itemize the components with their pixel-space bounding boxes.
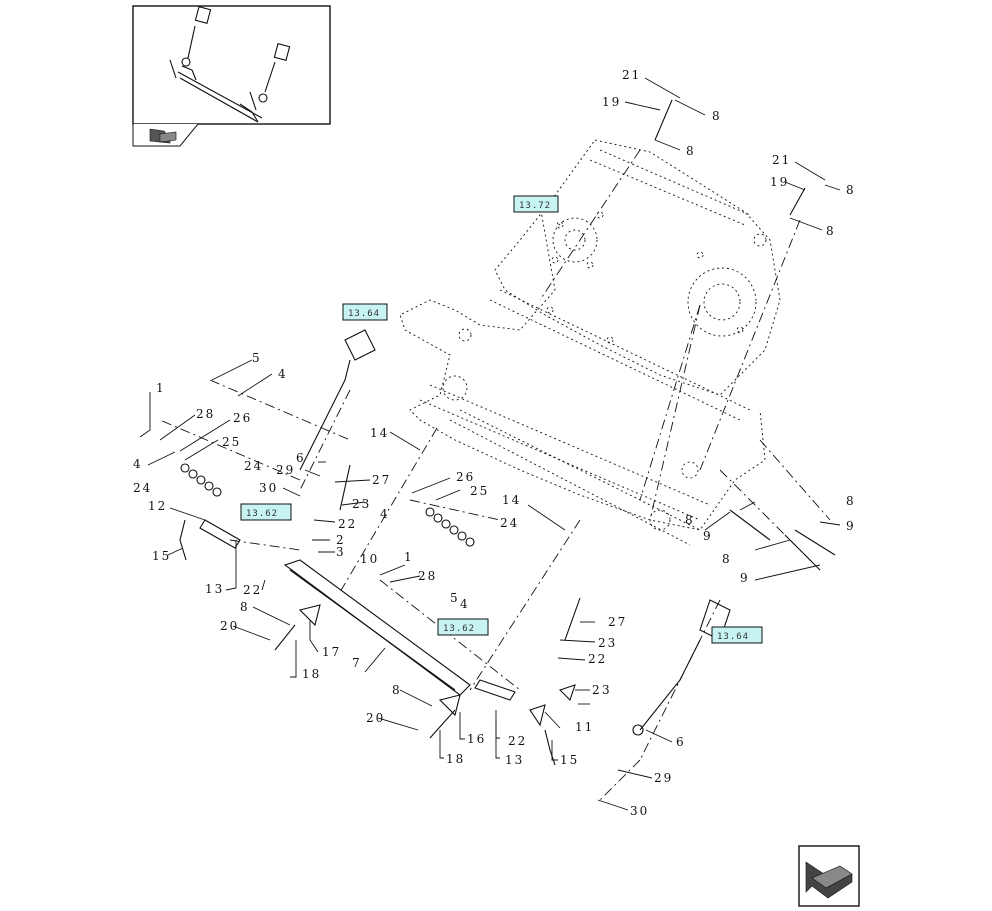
callout-label: 8 [712, 109, 722, 123]
callout-label: 3 [336, 545, 346, 559]
callout-label: 21 [772, 153, 791, 167]
callout-label: 8 [826, 224, 836, 238]
callout-label: 28 [418, 569, 437, 583]
callout-label: 22 [508, 734, 527, 748]
callout-label: 30 [630, 804, 649, 818]
callout-label: 29 [276, 463, 295, 477]
reference-box-13-64[interactable]: 13.64 [342, 303, 388, 321]
callout-label: 22 [243, 583, 262, 597]
callout-label: 9 [846, 519, 856, 533]
back-arrow-icon[interactable] [149, 128, 177, 144]
callout-label: 6 [676, 735, 686, 749]
callout-label: 24 [133, 481, 152, 495]
callout-label: 4 [278, 367, 288, 381]
reference-label: 13.64 [348, 309, 380, 319]
callout-label: 15 [560, 753, 579, 767]
callout-label: 22 [338, 517, 357, 531]
callout-label: 8 [846, 183, 856, 197]
callout-label: 16 [467, 732, 486, 746]
callout-label: 7 [352, 656, 362, 670]
reference-box-13-72[interactable]: 13.72 [513, 195, 559, 213]
callout-label: 14 [370, 426, 389, 440]
callout-label: 4 [460, 597, 470, 611]
callout-label: 23 [352, 497, 371, 511]
callout-label: 8 [392, 683, 402, 697]
callout-label: 20 [220, 619, 239, 633]
callout-label: 13 [205, 582, 224, 596]
callout-label: 1 [156, 381, 166, 395]
callout-label: 26 [456, 470, 475, 484]
reference-box-13-64[interactable]: 13.64 [711, 626, 763, 644]
callout-label: 17 [322, 645, 341, 659]
callout-label: 26 [233, 411, 252, 425]
callout-label: 18 [302, 667, 321, 681]
callout-label: 25 [222, 435, 241, 449]
callout-label: 30 [259, 481, 278, 495]
callout-label: 19 [602, 95, 621, 109]
callout-label: 2 [592, 683, 602, 697]
reference-label: 13.62 [246, 509, 278, 519]
callout-label: 8 [240, 600, 250, 614]
callout-label: 4 [380, 507, 390, 521]
callout-label: 19 [770, 175, 789, 189]
callout-label: 5 [252, 351, 262, 365]
callout-label: 13 [505, 753, 524, 767]
reference-label: 13.62 [443, 624, 475, 634]
callout-label: 9 [703, 529, 713, 543]
next-page-arrow-icon[interactable] [798, 845, 860, 907]
main-frame [399, 139, 781, 546]
callout-label: 10 [360, 552, 379, 566]
reference-label: 13.64 [717, 632, 749, 642]
callout-label: 24 [500, 516, 519, 530]
callout-label: 28 [196, 407, 215, 421]
callout-label: 5 [450, 591, 460, 605]
reference-label: 13.72 [519, 201, 551, 211]
callout-label: 15 [152, 549, 171, 563]
callout-label: 25 [470, 484, 489, 498]
callout-label: 21 [622, 68, 641, 82]
parts [179, 99, 836, 766]
callout-label: 11 [575, 720, 594, 734]
thumbnail-panel[interactable] [132, 5, 331, 147]
callout-label: 6 [296, 451, 306, 465]
callouts: 21 19 8 8 21 19 8 8 5 4 1 28 26 4 25 24 … [133, 68, 856, 818]
leader-lines [139, 77, 841, 811]
callout-label: 3 [602, 683, 612, 697]
callout-label: 27 [372, 473, 391, 487]
callout-label: 12 [148, 499, 167, 513]
callout-label: 9 [740, 571, 750, 585]
reference-box-13-62[interactable]: 13.62 [437, 618, 489, 636]
callout-label: 8 [722, 552, 732, 566]
callout-label: 2 [336, 533, 346, 547]
callout-label: 8 [685, 513, 695, 527]
callout-label: 8 [686, 144, 696, 158]
callout-label: 23 [598, 636, 617, 650]
reference-box-13-62[interactable]: 13.62 [240, 503, 292, 521]
callout-label: 24 [244, 459, 263, 473]
callout-label: 1 [404, 550, 414, 564]
callout-label: 20 [366, 711, 385, 725]
callout-label: 14 [502, 493, 521, 507]
callout-label: 8 [846, 494, 856, 508]
callout-label: 22 [588, 652, 607, 666]
axis-lines [159, 149, 831, 801]
callout-label: 18 [446, 752, 465, 766]
callout-label: 29 [654, 771, 673, 785]
callout-label: 27 [608, 615, 627, 629]
callout-label: 4 [133, 457, 143, 471]
